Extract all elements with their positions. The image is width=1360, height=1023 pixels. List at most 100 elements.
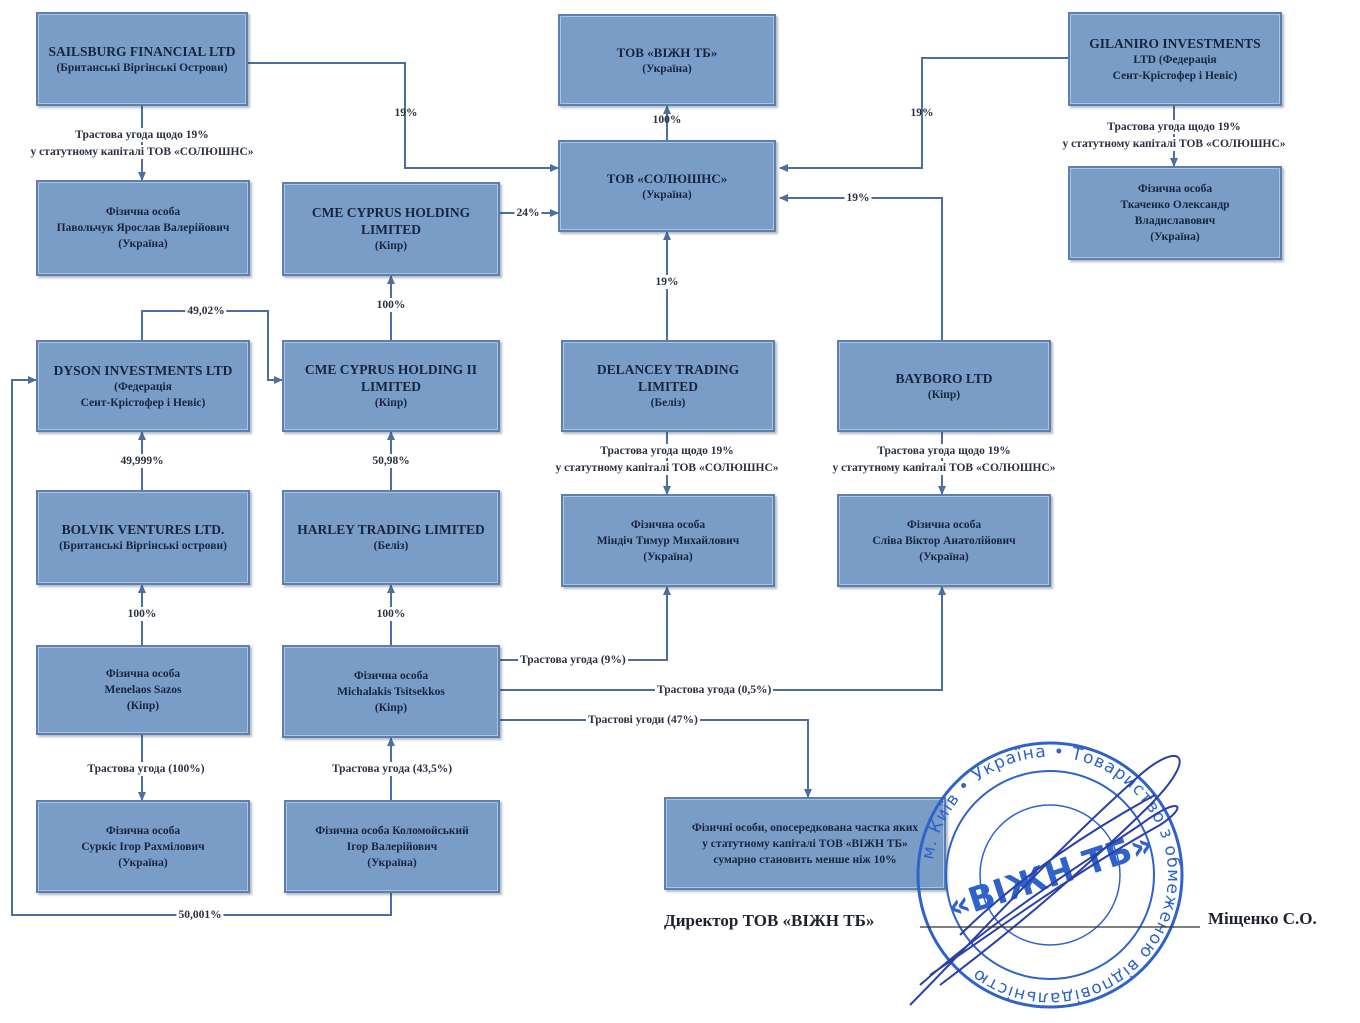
trust-sailsburg-line2: у статутному капіталі ТОВ «СОЛЮШНС» bbox=[28, 145, 256, 159]
box-title: DYSON INVESTMENTS LTD bbox=[53, 362, 233, 378]
director-name: Міщенко С.О. bbox=[1208, 909, 1317, 928]
box-dyson: DYSON INVESTMENTS LTD (Федерація Сент-Кр… bbox=[36, 340, 250, 432]
box-title: CME CYPRUS HOLDING II bbox=[304, 362, 478, 377]
box-line2: у статутному капіталі ТОВ «ВІЖН ТБ» bbox=[702, 837, 908, 850]
box-line2: Павольчук Ярослав Валерійович bbox=[56, 222, 230, 234]
box-line2: LIMITED bbox=[360, 379, 421, 394]
pct-bolvik-dyson: 49,999% bbox=[118, 454, 166, 468]
box-sub: (Кіпр) bbox=[927, 388, 961, 401]
box-sub: (Україна) bbox=[118, 856, 168, 869]
box-title: BOLVIK VENTURES LTD. bbox=[61, 522, 225, 537]
box-title: GILANIRO INVESTMENTS bbox=[1089, 35, 1261, 51]
director-label: Директор ТОВ «ВІЖН ТБ» bbox=[664, 911, 875, 930]
box-surkis: Фізична особа Суркіс Ігор Рахмілович (Ук… bbox=[36, 800, 250, 893]
trust-0-5: Трастова угода (0,5%) bbox=[655, 683, 774, 697]
box-sliva: Фізична особа Сліва Віктор Анатолійович … bbox=[837, 494, 1051, 587]
box-title: Фізична особа bbox=[906, 518, 982, 531]
box-sub: (Британські Віргінські Острови) bbox=[56, 61, 228, 74]
pct-harley-cme2: 50,98% bbox=[370, 454, 412, 468]
pct-dyson-cme2: 49,02% bbox=[185, 304, 227, 318]
box-title: Фізична особа bbox=[1137, 183, 1213, 195]
box-delancey: DELANCEY TRADING LIMITED (Беліз) bbox=[561, 340, 775, 432]
pct-michalakis-harley: 100% bbox=[374, 607, 408, 621]
box-cme-cyprus-1: CME CYPRUS HOLDING LIMITED (Кіпр) bbox=[282, 182, 500, 276]
pct-vizhn: 100% bbox=[652, 114, 682, 126]
pct-cme1: 24% bbox=[514, 206, 542, 220]
box-sub: (Беліз) bbox=[373, 540, 409, 552]
box-sub: (Україна) bbox=[367, 856, 417, 869]
box-sub: Сент-Крістофер і Невіс) bbox=[80, 396, 206, 409]
box-sub: (Україна) bbox=[118, 238, 168, 250]
box-michalakis: Фізична особа Michalakis Tsitsekkos (Кіп… bbox=[282, 645, 500, 738]
box-harley: HARLEY TRADING LIMITED (Беліз) bbox=[282, 490, 500, 585]
trust-delancey-line2: у статутному капіталі ТОВ «СОЛЮШНС» bbox=[553, 461, 781, 475]
box-line2: (Федерація bbox=[114, 380, 172, 393]
box-title: Фізична особа bbox=[105, 824, 181, 837]
box-sub: Сент-Крістофер і Невіс) bbox=[1112, 69, 1238, 82]
company-seal: м. Київ • Україна • Товариство з обмежен… bbox=[909, 741, 1200, 1009]
box-pavlovchuk: Фізична особа Павольчук Ярослав Валерійо… bbox=[36, 180, 250, 276]
box-title: SAILSBURG FINANCIAL LTD bbox=[48, 43, 236, 59]
box-solutions: ТОВ «СОЛЮШНС» (Україна) bbox=[558, 140, 776, 232]
box-sub: (Україна) bbox=[1150, 231, 1200, 243]
box-line2: Сліва Віктор Анатолійович bbox=[872, 534, 1016, 547]
svg-text:«ВІЖН ТБ»: «ВІЖН ТБ» bbox=[943, 824, 1158, 928]
box-sub: (Україна) bbox=[642, 188, 692, 201]
trust-bayboro-line1: Трастова угода щодо 19% bbox=[875, 444, 1013, 458]
box-title: DELANCEY TRADING bbox=[596, 362, 740, 377]
box-line2: Суркіс Ігор Рахмілович bbox=[81, 840, 205, 853]
pct-sailsburg: 19% bbox=[394, 107, 418, 119]
box-title: Фізичні особи, опосередкована частка яки… bbox=[691, 821, 919, 834]
box-line2: LIMITED bbox=[360, 222, 421, 237]
trust-9: Трастова угода (9%) bbox=[518, 653, 628, 667]
box-title: ТОВ «ВІЖН ТБ» bbox=[616, 44, 718, 60]
box-mindich: Фізична особа Міндіч Тимур Михайлович (У… bbox=[561, 494, 775, 587]
box-sailsburg: SAILSBURG FINANCIAL LTD (Британські Вірг… bbox=[36, 12, 248, 106]
box-kolomoisky: Фізична особа Коломойський Ігор Валерійо… bbox=[284, 800, 500, 893]
trust-100: Трастова угода (100%) bbox=[85, 762, 207, 776]
box-menelaos: Фізична особа Menelaos Sazos (Кіпр) bbox=[36, 645, 250, 735]
trust-gilaniro-line1: Трастова угода щодо 19% bbox=[1105, 120, 1243, 134]
box-title: Фізична особа bbox=[105, 206, 181, 218]
box-sub: (Україна) bbox=[643, 550, 693, 563]
pct-gilaniro: 19% bbox=[910, 107, 934, 119]
trust-bayboro-line2: у статутному капіталі ТОВ «СОЛЮШНС» bbox=[830, 461, 1058, 475]
box-line3: Владиславович bbox=[1134, 215, 1216, 227]
box-title: Фізична особа bbox=[630, 518, 706, 531]
box-title: CME CYPRUS HOLDING bbox=[311, 205, 471, 220]
box-line2: Міндіч Тимур Михайлович bbox=[596, 534, 740, 547]
box-title: BAYBORO LTD bbox=[895, 370, 993, 386]
box-vizhn-tb: ТОВ «ВІЖН ТБ» (Україна) bbox=[558, 14, 776, 106]
box-sub: сумарно становить менше ніж 10% bbox=[713, 853, 897, 866]
box-title: HARLEY TRADING LIMITED bbox=[297, 522, 485, 537]
trust-gilaniro-line2: у статутному капіталі ТОВ «СОЛЮШНС» bbox=[1060, 137, 1288, 151]
box-line2: LTD (Федерація bbox=[1133, 53, 1217, 66]
box-gilaniro: GILANIRO INVESTMENTS LTD (Федерація Сент… bbox=[1068, 12, 1282, 106]
box-bayboro: BAYBORO LTD (Кіпр) bbox=[837, 340, 1051, 432]
box-line2: Ігор Валерійович bbox=[346, 840, 438, 853]
box-line2: Ткаченко Олександр bbox=[1120, 199, 1230, 211]
trust-43-5: Трастова угода (43,5%) bbox=[329, 762, 455, 776]
box-individuals: Фізичні особи, опосередкована частка яки… bbox=[664, 797, 946, 890]
box-title: Фізична особа bbox=[353, 669, 429, 682]
box-sub: (Кіпр) bbox=[126, 700, 160, 712]
box-sub: (Кіпр) bbox=[374, 701, 408, 714]
pct-delancey: 19% bbox=[653, 275, 681, 289]
pct-menelaos-bolvik: 100% bbox=[125, 607, 159, 621]
trust-sailsburg-line1: Трастова угода щодо 19% bbox=[73, 128, 211, 142]
pct-cme2-cme1: 100% bbox=[374, 298, 408, 312]
box-sub: (Кіпр) bbox=[374, 397, 408, 409]
box-cme-cyprus-2: CME CYPRUS HOLDING II LIMITED (Кіпр) bbox=[282, 340, 500, 432]
trust-47: Трастові угоди (47%) bbox=[586, 713, 700, 727]
box-sub: (Беліз) bbox=[650, 397, 686, 409]
box-sub: (Україна) bbox=[919, 550, 969, 563]
box-title: Фізична особа bbox=[105, 668, 181, 680]
box-title: Фізична особа Коломойський bbox=[315, 824, 469, 837]
box-title: ТОВ «СОЛЮШНС» bbox=[606, 170, 728, 186]
box-line2: Michalakis Tsitsekkos bbox=[337, 685, 445, 698]
box-sub: (Україна) bbox=[642, 62, 692, 75]
trust-delancey-line1: Трастова угода щодо 19% bbox=[598, 444, 736, 458]
box-sub: (Кіпр) bbox=[374, 240, 408, 252]
box-tkachenko: Фізична особа Ткаченко Олександр Владисл… bbox=[1068, 166, 1282, 260]
pct-bayboro: 19% bbox=[844, 191, 872, 205]
